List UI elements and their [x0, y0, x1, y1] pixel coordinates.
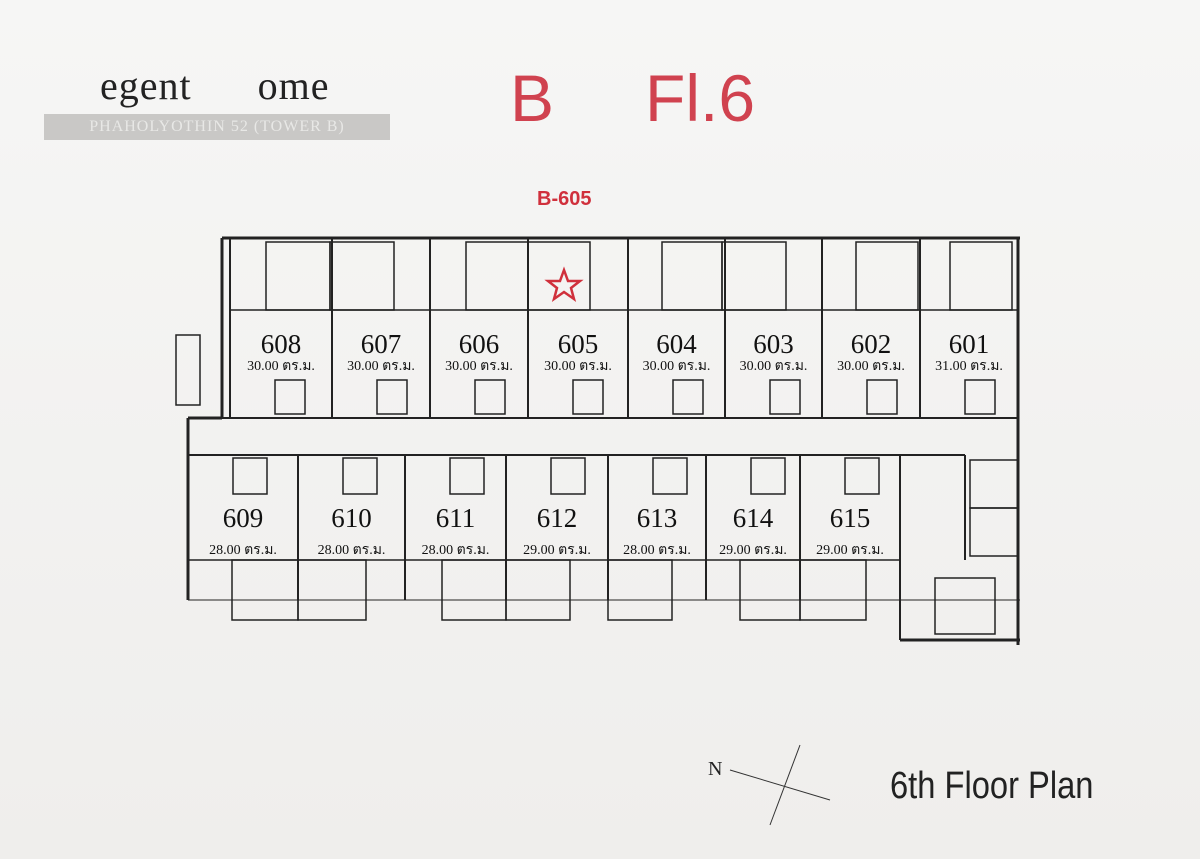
unit-number: 603 [753, 329, 794, 359]
balcony [799, 559, 867, 621]
bathroom [769, 379, 801, 415]
balcony [527, 241, 591, 311]
balcony [441, 559, 507, 621]
logo-text-2: ome [257, 63, 330, 108]
unit-number: 606 [459, 329, 500, 359]
unit-area: 28.00 ตร.ม. [422, 543, 490, 558]
unit-number: 602 [851, 329, 892, 359]
balcony [297, 559, 367, 621]
balcony [329, 241, 395, 311]
north-arrow-icon [729, 744, 831, 826]
bathroom [572, 379, 604, 415]
unit-number: 612 [537, 503, 578, 533]
unit-number: 607 [361, 329, 402, 359]
lift [969, 459, 1019, 509]
unit-area: 28.00 ตร.ม. [623, 543, 691, 558]
bathroom [449, 457, 485, 495]
bathroom [342, 457, 378, 495]
north-label: N [708, 758, 723, 780]
unit-number: 615 [830, 503, 871, 533]
star-icon [544, 266, 584, 303]
unit-area: 30.00 ตร.ม. [445, 359, 513, 374]
bathroom [232, 457, 268, 495]
bathroom [652, 457, 688, 495]
balcony [721, 241, 787, 311]
unit-area: 28.00 ตร.ม. [318, 543, 386, 558]
bathroom [550, 457, 586, 495]
bathroom [844, 457, 880, 495]
bathroom [750, 457, 786, 495]
balcony [505, 559, 571, 621]
highlighted-unit-label: B-605 [537, 188, 592, 210]
unit-area: 30.00 ตร.ม. [347, 359, 415, 374]
unit-number: 601 [949, 329, 990, 359]
logo: egent ome [100, 62, 330, 109]
unit-area: 30.00 ตร.ม. [740, 359, 808, 374]
unit-number: 611 [436, 503, 476, 533]
unit-area: 28.00 ตร.ม. [209, 543, 277, 558]
unit-number: 605 [558, 329, 599, 359]
unit-number: 609 [223, 503, 264, 533]
balcony [739, 559, 801, 621]
balcony [265, 241, 331, 311]
bathroom [964, 379, 996, 415]
balcony [607, 559, 673, 621]
unit-number: 608 [261, 329, 302, 359]
unit-number: 614 [733, 503, 774, 533]
unit-number: 610 [331, 503, 372, 533]
unit-number: 613 [637, 503, 678, 533]
bathroom [376, 379, 408, 415]
balcony [465, 241, 529, 311]
logo-text-1: egent [100, 63, 192, 108]
balcony [661, 241, 723, 311]
unit-area: 30.00 ตร.ม. [247, 359, 315, 374]
unit-area: 29.00 ตร.ม. [719, 543, 787, 558]
floor-plan-title: 6th Floor Plan [890, 765, 1094, 807]
floor-label: Fl.6 [645, 61, 756, 135]
bathroom [866, 379, 898, 415]
stair-bottom [934, 577, 996, 635]
bathroom [474, 379, 506, 415]
unit-area: 31.00 ตร.ม. [935, 359, 1003, 374]
unit-area: 29.00 ตร.ม. [523, 543, 591, 558]
unit-area: 30.00 ตร.ม. [544, 359, 612, 374]
balcony [231, 559, 299, 621]
balcony [949, 241, 1013, 311]
bathroom [274, 379, 306, 415]
balcony [855, 241, 919, 311]
lift [969, 507, 1019, 557]
stair-top [175, 334, 201, 406]
unit-area: 30.00 ตร.ม. [837, 359, 905, 374]
bathroom [672, 379, 704, 415]
unit-number: 604 [656, 329, 697, 359]
unit-area: 29.00 ตร.ม. [816, 543, 884, 558]
logo-subtitle: PHAHOLYOTHIN 52 (TOWER B) [44, 114, 390, 140]
walls [175, 236, 1020, 645]
unit-area: 30.00 ตร.ม. [643, 359, 711, 374]
tower-label: B [510, 61, 555, 135]
